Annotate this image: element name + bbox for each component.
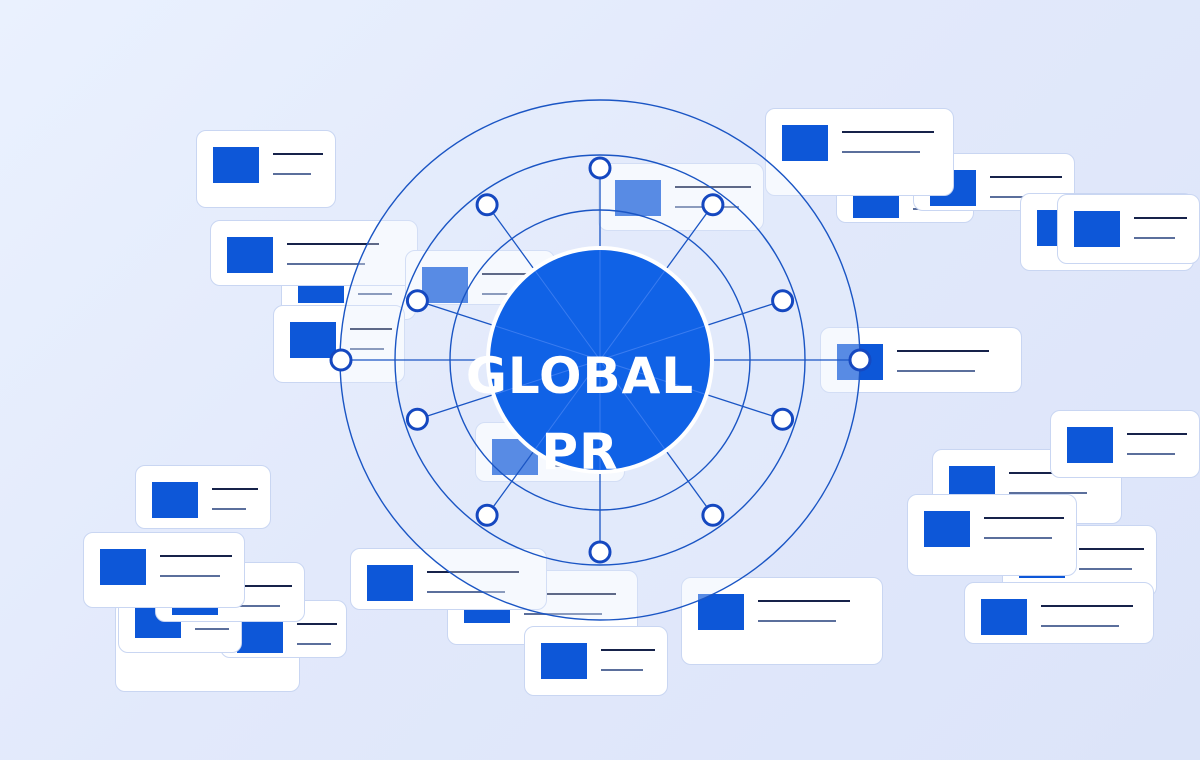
card-subline <box>990 196 1050 198</box>
card-subline <box>984 537 1052 539</box>
hub-spoke <box>599 325 705 361</box>
hub-spoke <box>599 270 666 361</box>
card-headline-line <box>758 600 850 602</box>
card-subline <box>297 643 331 645</box>
card-thumbnail <box>367 565 413 601</box>
media-card <box>83 532 245 608</box>
media-card <box>964 582 1154 644</box>
card-subline <box>287 263 365 265</box>
network-node <box>588 156 612 180</box>
media-card <box>907 494 1077 576</box>
network-node <box>848 348 872 372</box>
hub-spoke <box>495 359 601 395</box>
card-headline-line <box>297 623 337 625</box>
card-subline <box>758 620 836 622</box>
media-card <box>681 577 883 665</box>
card-headline-line <box>160 555 232 557</box>
card-thumbnail <box>290 322 336 358</box>
network-node <box>701 503 725 527</box>
hub-spoke <box>599 359 705 395</box>
card-headline-line <box>990 176 1062 178</box>
media-card <box>350 548 547 610</box>
card-thumbnail <box>100 549 146 585</box>
card-headline-line <box>524 593 616 595</box>
network-node <box>475 503 499 527</box>
card-headline-line <box>897 350 989 352</box>
media-card <box>1050 410 1200 478</box>
card-headline-line <box>1127 433 1187 435</box>
card-subline <box>232 605 280 607</box>
card-subline <box>601 669 643 671</box>
card-headline-line <box>482 273 542 275</box>
card-subline <box>1134 237 1175 239</box>
card-headline-line <box>287 243 379 245</box>
media-card <box>598 163 764 231</box>
card-subline <box>195 628 229 630</box>
card-headline-line <box>984 517 1064 519</box>
card-thumbnail <box>924 511 970 547</box>
card-headline-line <box>601 649 655 651</box>
card-subline <box>897 370 975 372</box>
media-card <box>210 220 418 286</box>
card-subline <box>482 293 530 295</box>
card-thumbnail <box>615 180 661 216</box>
media-card <box>524 626 668 696</box>
network-node <box>405 289 429 313</box>
hub-title: GLOBAL PR <box>465 347 695 481</box>
card-subline <box>160 575 220 577</box>
card-thumbnail <box>152 482 198 518</box>
card-thumbnail <box>698 594 744 630</box>
card-subline <box>1041 625 1119 627</box>
card-thumbnail <box>213 147 259 183</box>
media-card <box>135 465 271 529</box>
card-headline-line <box>842 131 934 133</box>
media-card <box>196 130 336 208</box>
card-subline <box>212 508 246 510</box>
card-thumbnail <box>541 643 587 679</box>
network-node <box>329 348 353 372</box>
card-headline-line <box>350 328 392 330</box>
card-subline <box>1009 492 1087 494</box>
card-headline-line <box>232 585 292 587</box>
hub-spoke <box>495 325 601 361</box>
card-subline <box>524 613 602 615</box>
card-headline-line <box>1041 605 1133 607</box>
network-node <box>405 407 429 431</box>
network-node <box>475 193 499 217</box>
card-headline-line <box>427 571 519 573</box>
network-node <box>588 540 612 564</box>
card-thumbnail <box>782 125 828 161</box>
card-headline-line <box>1134 217 1187 219</box>
card-thumbnail <box>422 267 468 303</box>
hub-spoke <box>534 270 601 361</box>
media-card <box>765 108 954 196</box>
card-subline <box>273 173 311 175</box>
card-headline-line <box>1079 548 1144 550</box>
card-headline-line <box>675 186 751 188</box>
card-subline <box>1127 453 1175 455</box>
hub-spoke <box>599 359 666 450</box>
card-headline-line <box>212 488 258 490</box>
card-headline-line <box>273 153 323 155</box>
card-subline <box>427 591 505 593</box>
network-node <box>701 193 725 217</box>
card-thumbnail <box>237 617 283 653</box>
network-node <box>771 407 795 431</box>
network-node <box>771 289 795 313</box>
card-subline <box>350 348 384 350</box>
card-subline <box>358 293 392 295</box>
card-thumbnail <box>227 237 273 273</box>
card-thumbnail <box>1067 427 1113 463</box>
card-thumbnail <box>1074 211 1120 247</box>
card-subline <box>842 151 920 153</box>
hub-spoke <box>534 359 601 450</box>
card-thumbnail <box>981 599 1027 635</box>
card-subline <box>1079 568 1132 570</box>
media-card <box>1057 194 1200 264</box>
